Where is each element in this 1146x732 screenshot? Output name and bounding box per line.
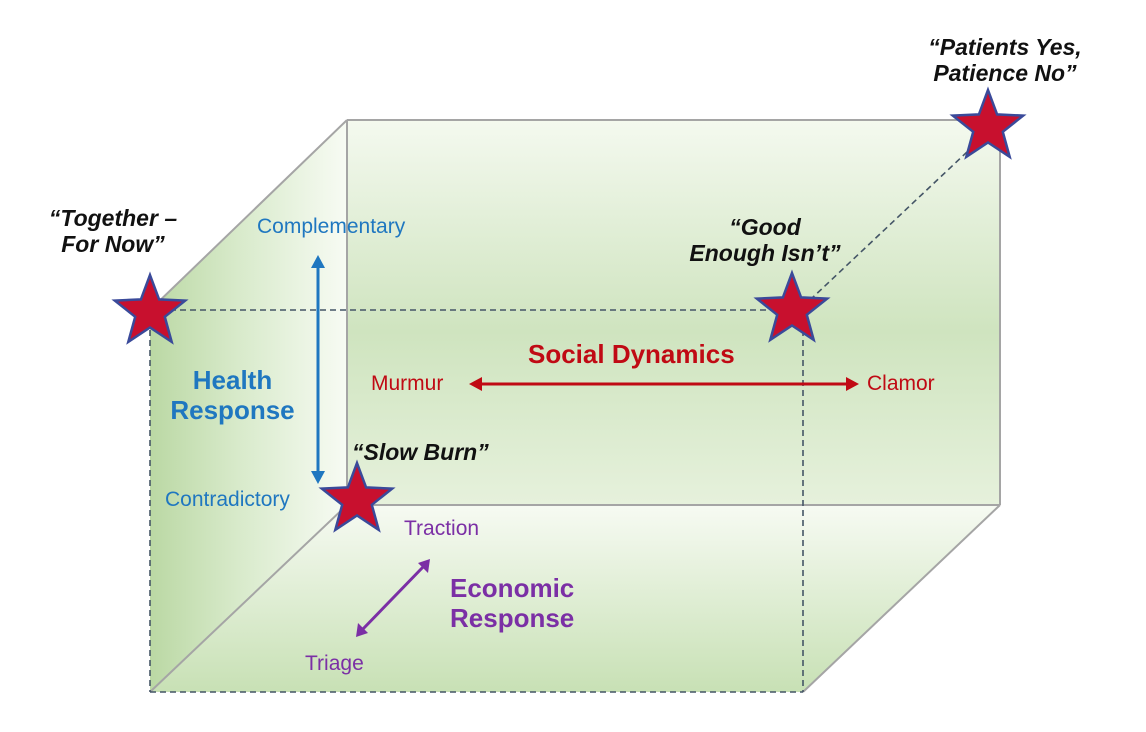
health-axis-title: Health Response <box>155 365 310 426</box>
economic-axis-title-line2: Response <box>450 602 575 633</box>
economic-axis-arrow <box>356 559 430 637</box>
star-slow-burn <box>318 459 396 533</box>
scenario-label-good-enough-line2: Enough Isn’t” <box>689 240 841 267</box>
social-right-label: Clamor <box>867 372 935 395</box>
social-axis-title: Social Dynamics <box>528 339 735 369</box>
star-good-enough-isnt <box>753 269 831 343</box>
health-bottom-label: Contradictory <box>165 488 290 511</box>
health-axis-title-line1: Health <box>192 365 273 395</box>
star-patients-yes-patience-no <box>949 86 1027 160</box>
economic-axis-title: Economic Response <box>450 573 600 634</box>
scenario-label-patients: “Patients Yes, Patience No” <box>905 34 1105 87</box>
scenario-label-patients-line2: Patience No” <box>933 60 1077 87</box>
scenario-label-together-line1: “Together – <box>48 205 178 231</box>
scenario-label-together: “Together – For Now” <box>28 205 198 258</box>
cube-dashed-edges <box>149 134 986 693</box>
scenario-label-together-line2: For Now” <box>61 231 165 258</box>
health-axis-arrow <box>311 255 325 484</box>
social-left-label: Murmur <box>371 372 444 395</box>
health-axis-title-line2: Response <box>170 394 295 425</box>
scenario-label-patients-line1: “Patients Yes, <box>928 34 1082 60</box>
scenario-label-slow-burn-line1: “Slow Burn” <box>352 439 489 465</box>
social-axis-arrow <box>469 377 859 391</box>
economic-bottom-label: Triage <box>305 652 364 675</box>
scenario-label-good-enough-line1: “Good <box>729 214 801 240</box>
scenario-label-slow-burn: “Slow Burn” <box>352 439 522 465</box>
star-together-for-now <box>111 271 189 345</box>
cube-back-face <box>347 120 1000 505</box>
health-top-label: Complementary <box>257 215 406 238</box>
cube-bottom-face <box>150 505 1000 692</box>
scenario-label-good-enough: “Good Enough Isn’t” <box>680 214 850 267</box>
economic-axis-title-line1: Economic <box>450 573 575 603</box>
cube-solid-edges <box>149 119 1001 693</box>
economic-top-label: Traction <box>404 517 480 540</box>
